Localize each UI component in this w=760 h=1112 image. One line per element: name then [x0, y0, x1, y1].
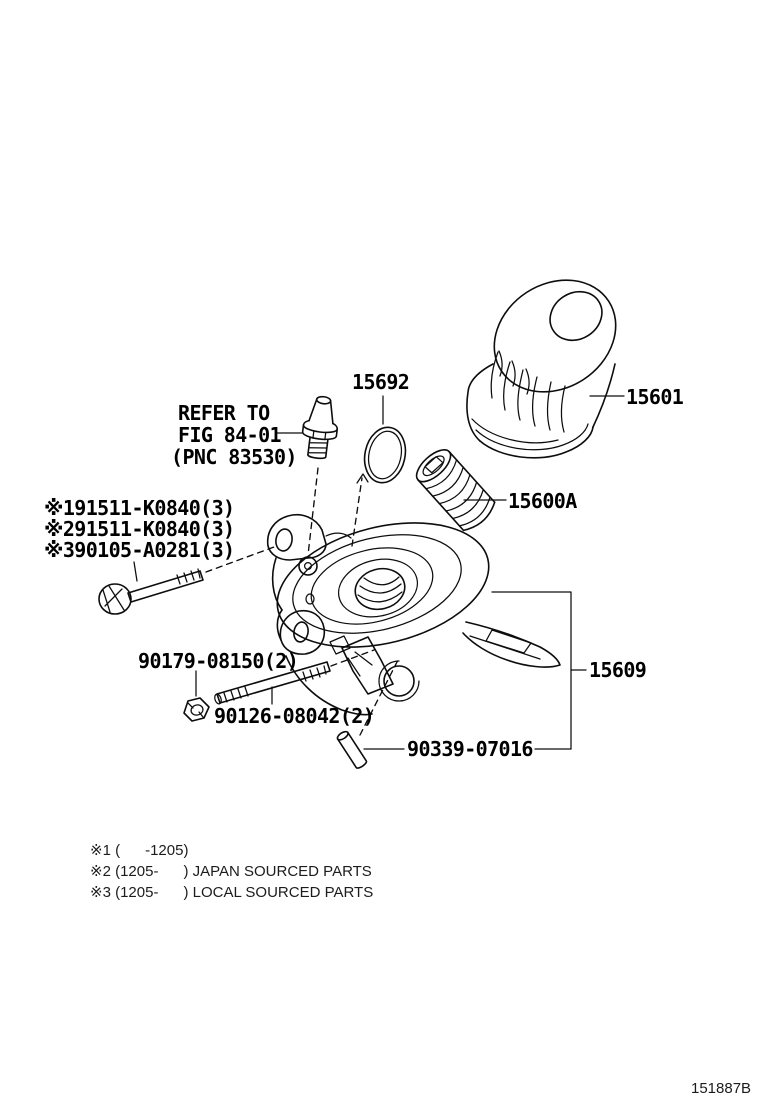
label-refer-line3: (PNC 83530) [171, 445, 297, 469]
label-nut-90179: 90179-08150(2) [138, 649, 299, 673]
relief-valve-drawing [415, 449, 496, 532]
assembly-dashed-lines [205, 467, 399, 736]
o-ring-drawing [363, 426, 407, 484]
drawing-number: 151887B [691, 1080, 752, 1097]
stud-bolt-drawing [214, 661, 331, 705]
label-bolt-variant-3: ※390105-A0281(3) [44, 538, 235, 562]
label-bracket-15609: 15609 [589, 658, 647, 682]
legend-note-3: ※3 (1205- ) LOCAL SOURCED PARTS [90, 884, 374, 901]
label-pin-90339: 90339-07016 [407, 737, 533, 761]
label-oring-15692: 15692 [352, 370, 410, 394]
filter-bracket-drawing [266, 514, 561, 716]
label-bolt-variant-2: ※291511-K0840(3) [44, 517, 235, 541]
label-refer-line2: FIG 84-01 [178, 423, 282, 447]
label-refer-line1: REFER TO [178, 401, 270, 425]
legend-note-2: ※2 (1205- ) JAPAN SOURCED PARTS [90, 863, 372, 880]
label-filter-15601: 15601 [626, 385, 684, 409]
label-bolt-variant-1: ※191511-K0840(3) [44, 496, 235, 520]
pin-drawing [336, 730, 368, 769]
oil-pressure-sensor-drawing [301, 395, 339, 460]
oil-filter-drawing [466, 279, 617, 459]
label-stud-90126: 90126-08042(2) [214, 704, 375, 728]
flange-bolt-drawing [98, 568, 204, 615]
leader-lines [133, 395, 625, 750]
bracket-callout-lines [491, 591, 587, 750]
legend-note-1: ※1 ( -1205) [90, 842, 189, 859]
nut-drawing [183, 697, 210, 722]
label-relief-valve-15600a: 15600A [508, 489, 577, 513]
